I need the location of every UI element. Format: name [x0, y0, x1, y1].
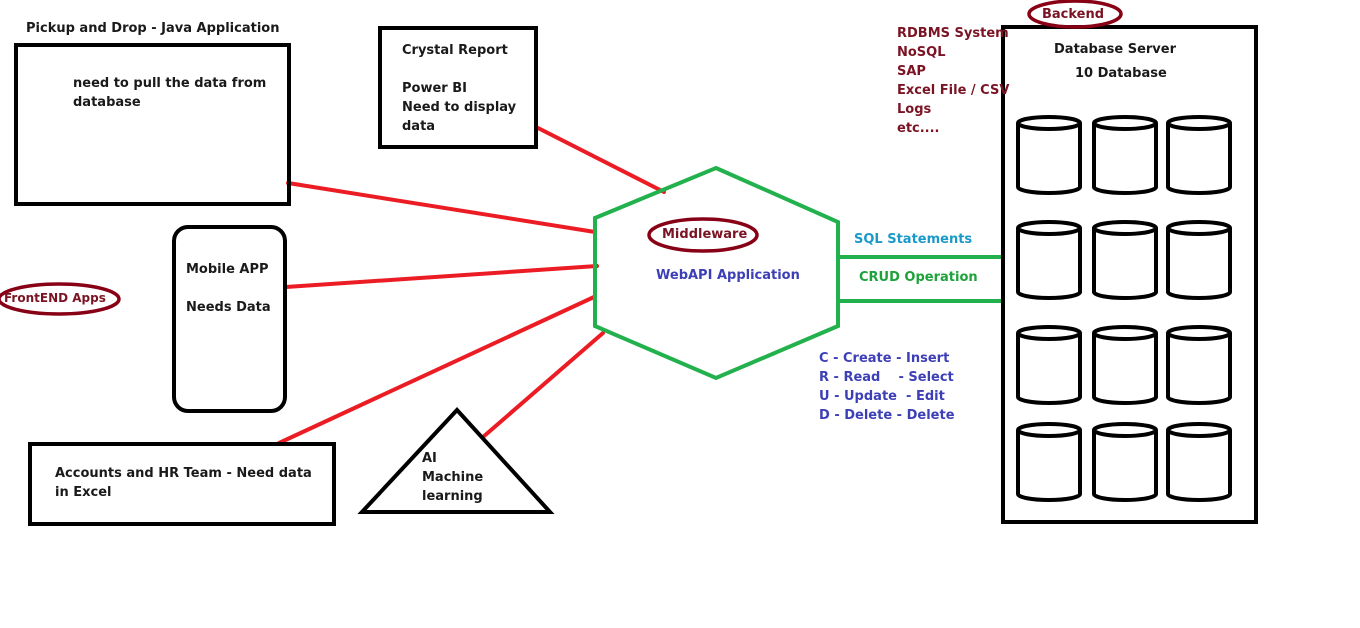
reporting-box	[378, 26, 538, 149]
ai-triangle	[357, 407, 555, 514]
database-cylinder-icon	[1092, 325, 1158, 405]
source-type-nosql: NoSQL	[897, 45, 946, 60]
source-type-excel: Excel File / CSV	[897, 83, 1010, 98]
database-grid	[1016, 115, 1232, 502]
ai-line3: learning	[422, 489, 483, 504]
connector-accounts	[277, 295, 596, 445]
sql-link-label: SQL Statements	[854, 232, 973, 247]
java-app-title: Pickup and Drop - Java Application	[26, 21, 280, 36]
ai-line2: Machine	[422, 470, 484, 485]
reporting-line4: data	[402, 119, 436, 134]
mobile-line2: Needs Data	[186, 300, 271, 315]
tag-ellipses	[0, 0, 1123, 316]
crud-map-read: R - Read - Select	[819, 370, 954, 385]
middleware-hexagon	[593, 165, 840, 381]
database-cylinder-icon	[1016, 115, 1082, 195]
middleware-name: WebAPI Application	[656, 268, 800, 283]
source-type-logs: Logs	[897, 102, 932, 117]
reporting-line1: Crystal Report	[402, 43, 508, 58]
java-app-box	[14, 43, 291, 206]
database-cylinder-icon	[1166, 325, 1232, 405]
database-server-title: Database Server	[1054, 42, 1177, 57]
crud-link-label: CRUD Operation	[859, 270, 978, 285]
crud-map-update: U - Update - Edit	[819, 389, 945, 404]
accounts-line2: in Excel	[55, 485, 112, 500]
database-cylinder-icon	[1166, 422, 1232, 502]
crud-map-delete: D - Delete - Delete	[819, 408, 955, 423]
database-cylinder-icon	[1092, 115, 1158, 195]
source-type-sap: SAP	[897, 64, 926, 79]
middleware-tag-ellipse	[647, 217, 759, 253]
database-cylinder-icon	[1016, 422, 1082, 502]
frontend-connectors	[277, 126, 666, 445]
crud-map-create: C - Create - Insert	[819, 351, 950, 366]
connector-reporting	[536, 126, 666, 194]
frontend-tag: FrontEND Apps	[4, 291, 106, 305]
frontend-shapes	[14, 26, 555, 526]
database-cylinder-icon	[1092, 422, 1158, 502]
database-cylinder-icon	[1166, 220, 1232, 300]
source-type-rdbms: RDBMS System	[897, 26, 1009, 41]
database-count-label: 10 Database	[1075, 66, 1167, 81]
reporting-line2: Power BI	[402, 81, 467, 96]
mobile-app-box	[172, 225, 287, 413]
connector-java-app	[286, 181, 597, 234]
database-cylinder-icon	[1166, 115, 1232, 195]
backend-connectors	[836, 255, 1003, 303]
source-type-etc: etc....	[897, 121, 940, 136]
mobile-line1: Mobile APP	[186, 262, 269, 277]
connector-mobile	[284, 264, 599, 289]
database-cylinder-icon	[1016, 325, 1082, 405]
database-cylinder-icon	[1092, 220, 1158, 300]
frontend-tag-ellipse	[0, 282, 121, 316]
reporting-line3: Need to display	[402, 100, 517, 115]
database-cylinder-icon	[1016, 220, 1082, 300]
middleware-tag: Middleware	[662, 227, 748, 242]
java-app-line1: need to pull the data from	[73, 76, 267, 91]
java-app-line2: database	[73, 95, 141, 110]
database-server-box	[1001, 25, 1258, 524]
ai-line1: AI	[422, 451, 437, 466]
accounts-box	[28, 442, 336, 526]
accounts-line1: Accounts and HR Team - Need data	[55, 466, 312, 481]
connector-ai	[481, 331, 605, 439]
backend-tag-ellipse	[1027, 0, 1123, 29]
backend-tag: Backend	[1042, 7, 1105, 22]
